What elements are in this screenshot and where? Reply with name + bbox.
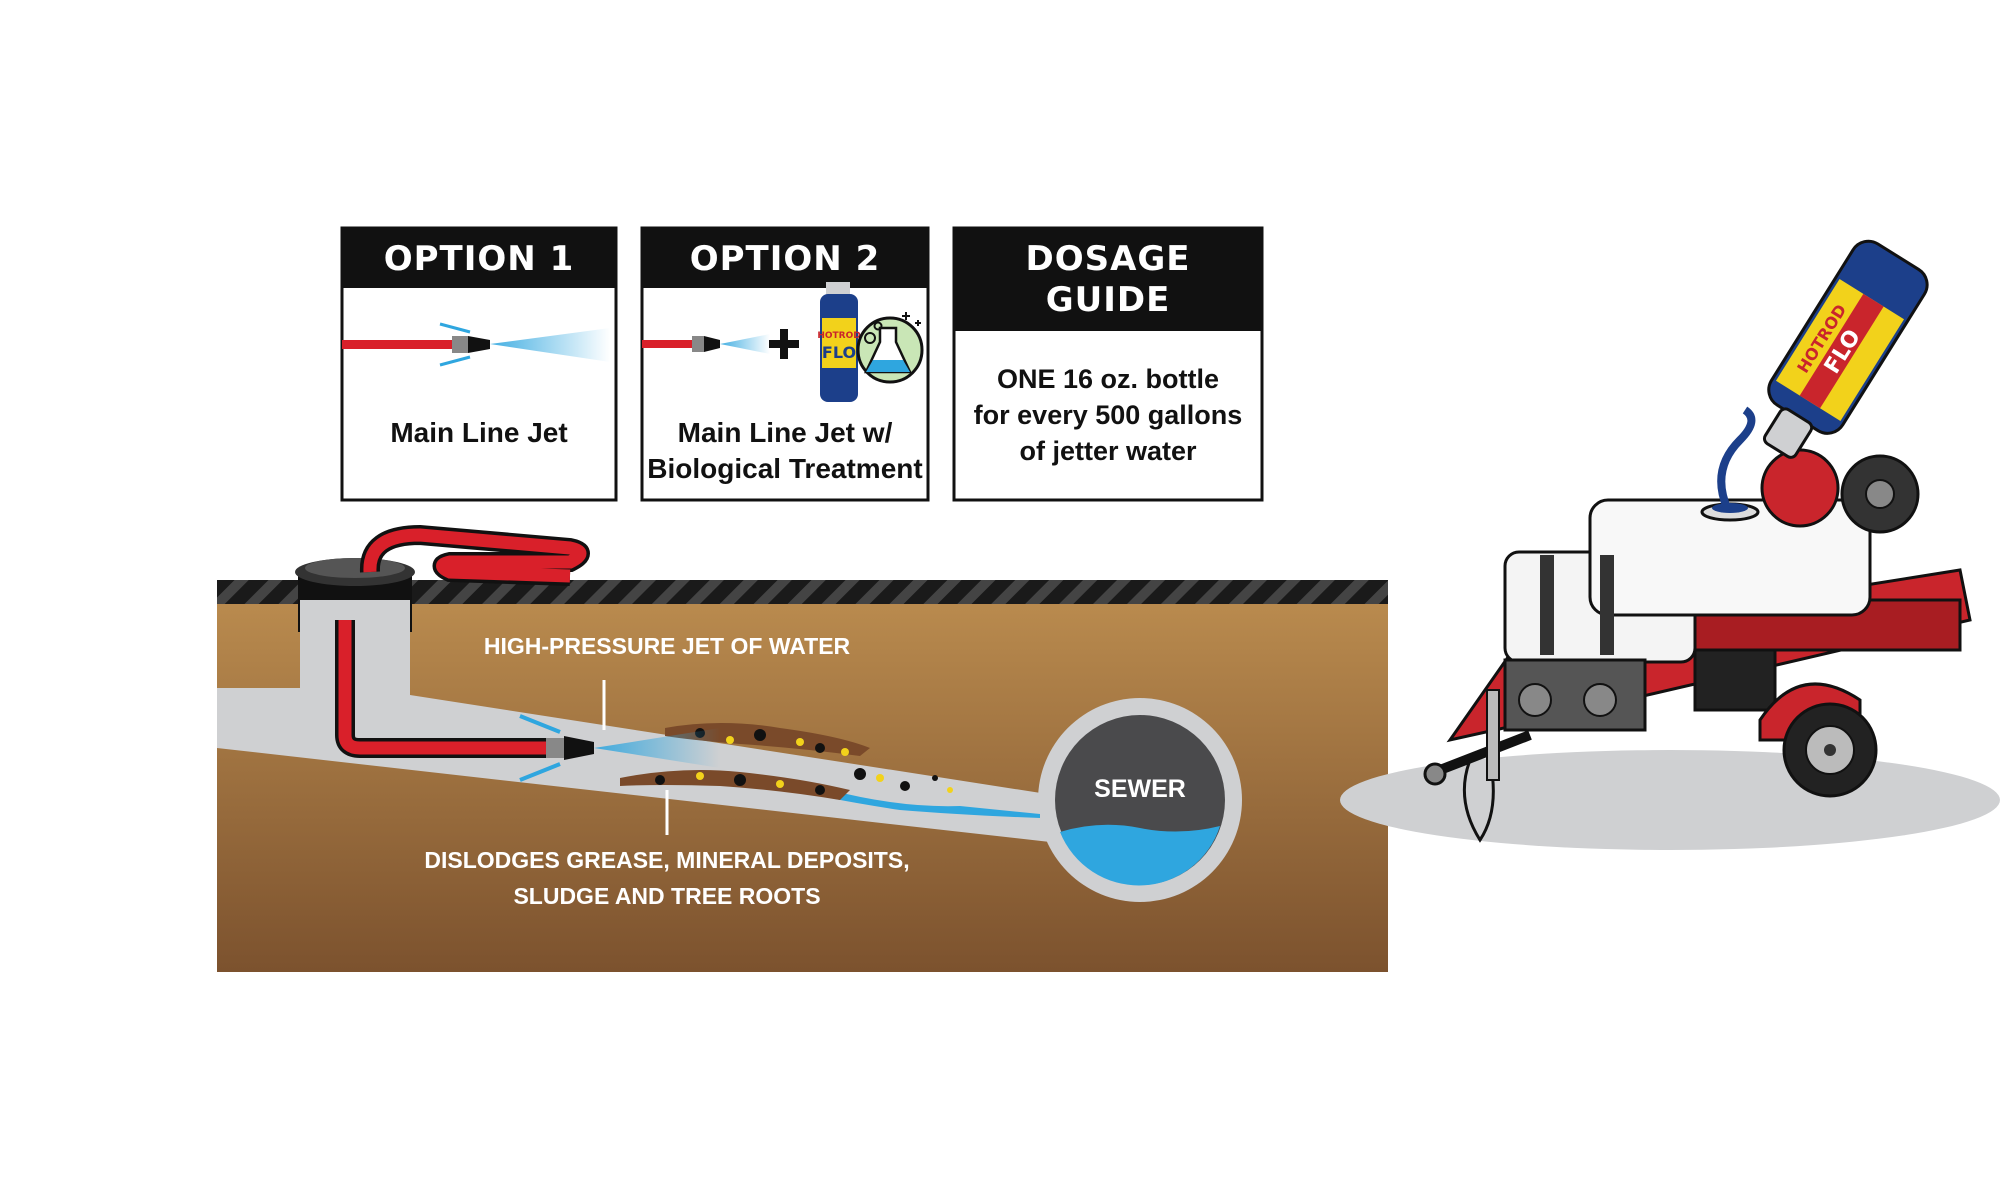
option-2-title: OPTION 2: [690, 239, 881, 279]
dislodge-callout-line-1: DISLODGES GREASE, MINERAL DEPOSITS,: [424, 847, 909, 873]
sewer-label: SEWER: [1094, 775, 1186, 803]
dosage-text-line-1: ONE 16 oz. bottle: [997, 364, 1219, 394]
jetter-trailer: [1340, 448, 2000, 850]
option-1-box: OPTION 1 Main Line Jet: [340, 226, 618, 502]
dislodge-callout-line-2: SLUDGE AND TREE ROOTS: [513, 883, 820, 909]
jetter-hose: [335, 524, 590, 758]
dosage-guide-box: DOSAGE GUIDE ONE 16 oz. bottle for every…: [952, 226, 1264, 502]
product-bottle-icon: HOTROD FLO: [817, 282, 861, 402]
option-2-caption-line-2: Biological Treatment: [647, 453, 922, 484]
plus-icon: [769, 329, 799, 359]
water-flow: [830, 790, 1040, 818]
option-2-caption-line-1: Main Line Jet w/: [678, 417, 893, 448]
sewer-main: SEWER: [1038, 698, 1242, 902]
jet-nozzle-icon: [342, 322, 610, 367]
dosage-title-line-1: DOSAGE: [1025, 239, 1190, 279]
lab-flask-icon: [856, 312, 924, 384]
option-1-title: OPTION 1: [384, 239, 575, 279]
bottle-brand-text: HOTROD: [817, 331, 860, 341]
dosage-text-line-2: for every 500 gallons: [974, 400, 1243, 430]
jet-nozzle-small-icon: [642, 334, 770, 354]
jet-callout: HIGH-PRESSURE JET OF WATER: [484, 633, 851, 659]
option-2-box: OPTION 2 HOTROD FLO Main Line Jet w/: [640, 226, 930, 502]
lateral-pipe: [217, 600, 1060, 842]
pipe-nozzle-icon: [519, 714, 720, 782]
dosage-text-line-3: of jetter water: [1019, 436, 1197, 466]
dosage-title-line-2: GUIDE: [1046, 280, 1171, 320]
bottle-product-text: FLO: [822, 343, 856, 362]
option-1-caption: Main Line Jet: [390, 417, 567, 448]
